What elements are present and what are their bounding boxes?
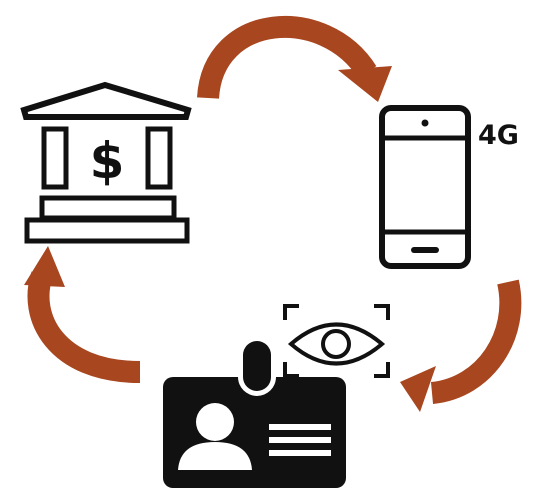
id-card-text-line-1 [269,424,331,430]
phone-camera [421,119,429,127]
arrow-idcard-to-bank [24,246,141,383]
scan-corner-top-left [283,304,299,320]
bank-roof [20,81,192,120]
id-card-person-body [178,442,252,470]
scan-corner-top-right [374,304,390,320]
cycle-arrows [24,16,522,412]
bank-step-lower [24,217,190,244]
phone-body [379,105,471,269]
id-card-text-line-2 [269,437,331,443]
scan-corner-bottom-right [374,362,390,378]
arrow-phone-to-idcard [400,279,522,412]
eye-outline [287,322,386,366]
bank-pillar-left [41,126,69,190]
eye-scan-icon [283,304,390,378]
bank-pillar-right [145,126,173,190]
arrow-bank-to-phone [197,16,392,102]
bank-icon: $ [20,81,192,244]
id-card-icon [163,336,346,488]
id-card-text-line-3 [269,450,331,456]
id-card-clip [243,341,271,391]
id-card-person-head [196,403,234,441]
smartphone-icon [379,105,471,269]
bank-step-upper [39,195,177,221]
bank-dollar-symbol: $ [90,132,125,190]
eye-iris [321,329,351,359]
network-4g-label: 4G [478,120,519,151]
scan-corner-bottom-left [283,362,299,378]
